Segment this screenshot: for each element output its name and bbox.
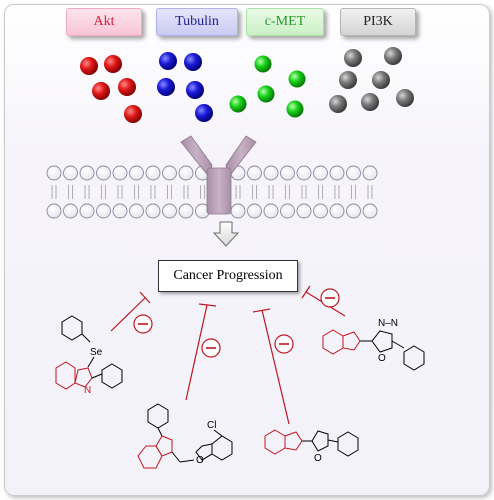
lipid-head xyxy=(296,203,312,219)
receptor xyxy=(180,135,257,215)
pi3k-label: PI3K xyxy=(340,8,416,36)
lipid-head xyxy=(162,165,177,181)
cancer-progression-box: Cancer Progression xyxy=(158,260,298,292)
chlorine-atom-label: Cl xyxy=(207,420,216,431)
svg-text:O: O xyxy=(196,455,204,466)
lipid-head xyxy=(313,165,328,181)
lipid-head xyxy=(46,165,62,181)
lipid-head xyxy=(362,165,378,181)
lipid-head xyxy=(280,203,295,219)
lipid-head xyxy=(362,203,378,219)
akt-label: Akt xyxy=(66,8,142,36)
lipid-head xyxy=(162,203,177,219)
lipid-head xyxy=(46,203,62,219)
lipid-head xyxy=(79,165,95,181)
lipid-head xyxy=(247,203,262,219)
lipid-head xyxy=(230,203,246,219)
inhibition-minus-signs xyxy=(138,297,335,349)
compound-3-structure: O xyxy=(264,429,359,464)
lipid-head xyxy=(263,165,279,181)
selenium-atom-label: Se xyxy=(90,347,103,358)
inhibition-circles xyxy=(133,288,340,358)
lipid-head xyxy=(79,203,95,219)
svg-text:O: O xyxy=(378,353,386,364)
svg-text:O: O xyxy=(314,453,322,464)
lipid-head xyxy=(145,165,161,181)
lipid-head xyxy=(313,203,328,219)
inhibition-lines xyxy=(110,285,346,425)
lipid-head xyxy=(129,165,144,181)
lipid-head xyxy=(63,165,78,181)
lipid-head xyxy=(346,203,361,219)
lipid-head xyxy=(329,203,345,219)
compound-4-structure: N–N O xyxy=(322,318,425,371)
lipid-head xyxy=(346,165,361,181)
akt-spheres xyxy=(80,55,142,123)
figure-frame xyxy=(4,4,490,496)
tubulin-label: Tubulin xyxy=(156,8,238,36)
pi3k-spheres xyxy=(329,47,414,113)
lipid-head xyxy=(296,165,312,181)
lipid-head xyxy=(329,165,345,181)
svg-text:N: N xyxy=(84,385,91,396)
lipid-head xyxy=(280,165,295,181)
lipid-head xyxy=(178,203,194,219)
lipid-head xyxy=(112,203,128,219)
compound-1-structure: Se N xyxy=(55,315,123,396)
lipid-head xyxy=(63,203,78,219)
tubulin-spheres xyxy=(157,52,213,122)
lipid-head xyxy=(178,165,194,181)
cell-membrane xyxy=(46,165,378,219)
lipid-head xyxy=(96,165,111,181)
compound-2-structure: O Cl xyxy=(137,403,233,469)
lipid-head xyxy=(112,165,128,181)
svg-text:N–N: N–N xyxy=(378,318,398,329)
lipid-head xyxy=(145,203,161,219)
lipid-head xyxy=(263,203,279,219)
lipid-head xyxy=(96,203,111,219)
lipid-head xyxy=(247,165,262,181)
cmet-label: c-MET xyxy=(246,8,324,36)
down-arrow-icon xyxy=(212,221,240,247)
cmet-spheres xyxy=(229,55,306,118)
lipid-head xyxy=(129,203,144,219)
